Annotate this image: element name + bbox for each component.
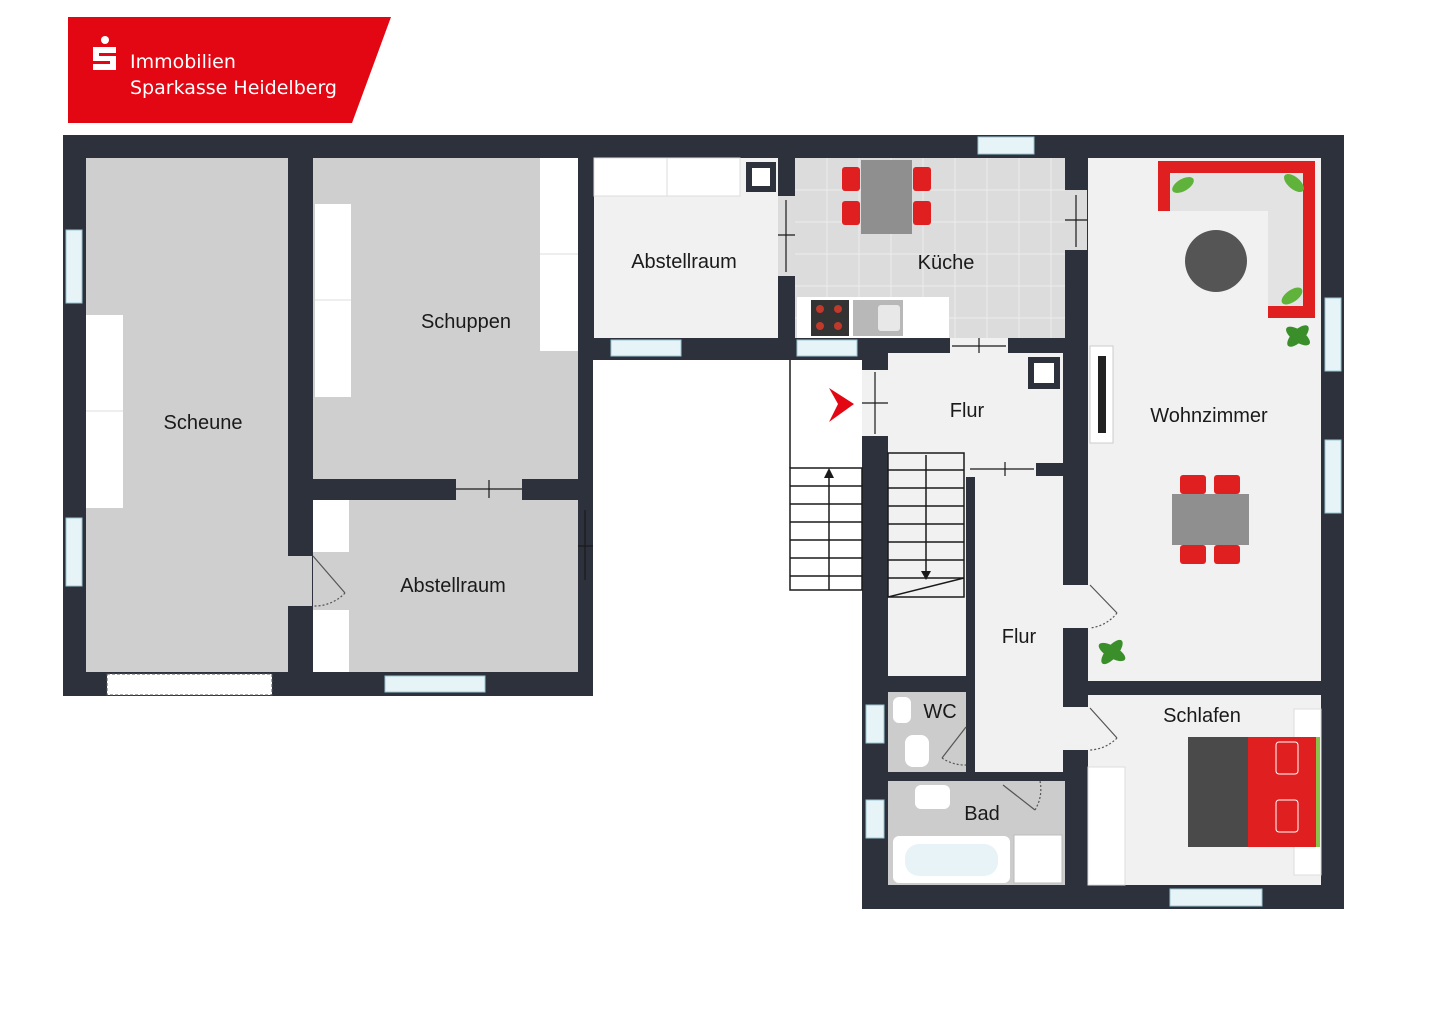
room-schuppen xyxy=(313,158,578,479)
windows xyxy=(65,136,1342,907)
sparkasse-s-icon xyxy=(93,36,116,70)
staircase-inner xyxy=(887,452,965,598)
room-flur-lower xyxy=(975,476,1063,772)
logo-line-2: Sparkasse Heidelberg xyxy=(130,77,337,99)
shelf xyxy=(313,500,349,552)
sink-icon xyxy=(893,697,911,723)
logo-line-1: Immobilien xyxy=(130,51,236,73)
door-ticks xyxy=(456,195,1087,580)
label-abstellraum-left: Abstellraum xyxy=(400,575,506,597)
plant-icon xyxy=(1098,639,1126,665)
label-wohnzimmer: Wohnzimmer xyxy=(1150,405,1268,427)
label-flur-upper: Flur xyxy=(950,400,985,422)
kitchen-counter xyxy=(797,297,949,338)
label-schuppen: Schuppen xyxy=(421,311,511,333)
shelf xyxy=(313,610,349,672)
door-opening xyxy=(1063,707,1089,750)
door-opening xyxy=(288,556,312,606)
door-opening xyxy=(1063,585,1089,628)
stairwell xyxy=(888,453,966,676)
label-scheune: Scheune xyxy=(164,412,243,434)
toilet-icon xyxy=(905,735,929,767)
logo: Immobilien Sparkasse Heidelberg xyxy=(68,17,391,123)
logo-banner xyxy=(68,17,391,123)
stove-icon xyxy=(811,300,849,336)
tv-icon xyxy=(1098,356,1106,433)
entrance-arrow-icon xyxy=(829,388,854,422)
room-abstellraum-left xyxy=(313,500,578,672)
shower-icon xyxy=(1013,834,1063,884)
dining-table-living xyxy=(1172,475,1249,564)
coffee-table xyxy=(1185,230,1247,292)
label-kueche: Küche xyxy=(918,252,975,274)
label-wc: WC xyxy=(923,701,956,723)
door-swings xyxy=(312,555,1118,811)
dining-table-kitchen xyxy=(842,160,931,234)
plant-icon xyxy=(1286,325,1310,347)
sink-icon xyxy=(915,785,950,809)
sofa xyxy=(1158,161,1315,318)
label-flur-lower: Flur xyxy=(1002,626,1037,648)
garage-gate xyxy=(106,673,273,696)
label-abstellraum-top: Abstellraum xyxy=(631,251,737,273)
staircase-outer xyxy=(789,467,863,591)
label-schlafen: Schlafen xyxy=(1163,705,1241,727)
wardrobe xyxy=(1087,766,1126,886)
label-bad: Bad xyxy=(964,803,1000,825)
bed xyxy=(1188,737,1320,847)
